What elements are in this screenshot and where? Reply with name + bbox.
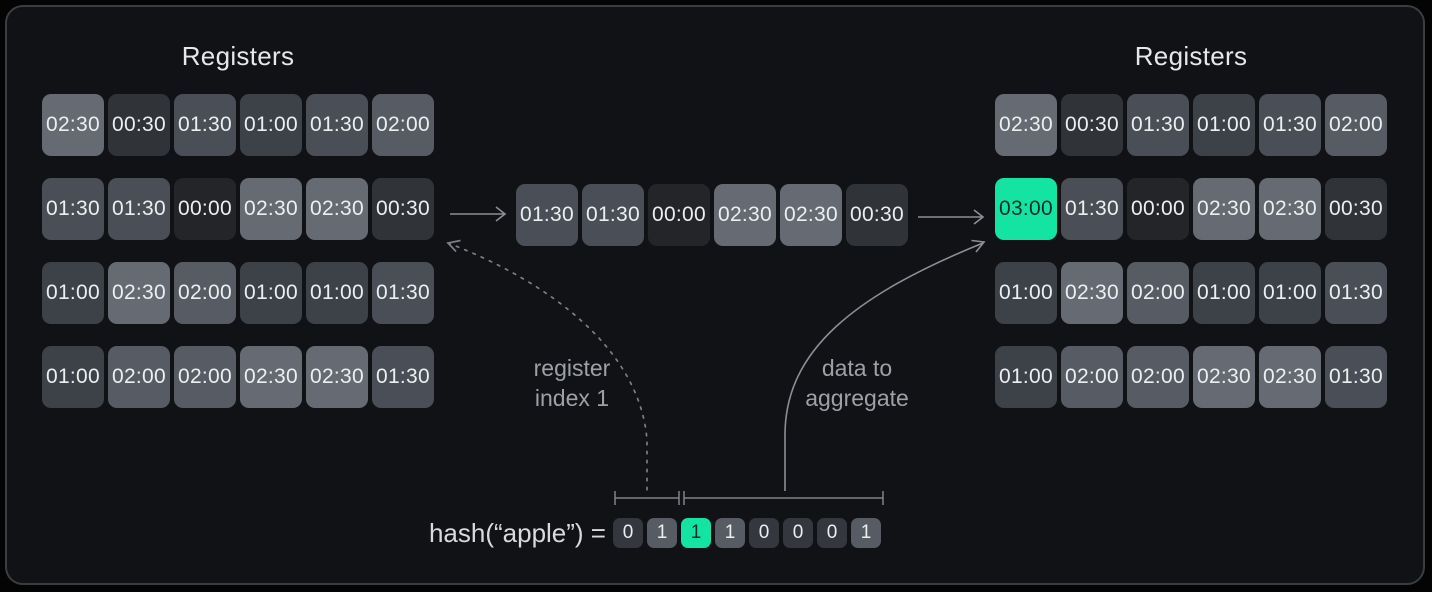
register-cell: 01:30 [372,346,434,408]
register-cell: 02:30 [1259,178,1321,240]
register-cell: 01:30 [306,94,368,156]
register-cell: 01:00 [995,262,1057,324]
register-cell: 02:30 [306,178,368,240]
register-cell: 01:00 [1193,262,1255,324]
register-cell: 01:30 [516,184,578,246]
register-cell: 00:30 [1061,94,1123,156]
register-cell: 01:30 [582,184,644,246]
register-cell: 01:00 [1193,94,1255,156]
register-cell: 02:30 [240,346,302,408]
register-cell: 01:30 [1325,262,1387,324]
register-cell: 02:00 [108,346,170,408]
register-cell: 02:30 [714,184,776,246]
register-cell: 02:00 [1061,346,1123,408]
register-cell: 02:30 [780,184,842,246]
register-cell: 02:30 [1259,346,1321,408]
register-cell: 01:00 [42,262,104,324]
register-cell: 01:30 [1061,178,1123,240]
register-cell: 02:30 [42,94,104,156]
register-cell: 00:00 [1127,178,1189,240]
register-cell: 00:30 [108,94,170,156]
register-cell: 01:30 [42,178,104,240]
hash-bit: 1 [715,518,745,548]
register-cell: 02:30 [240,178,302,240]
register-cell: 02:00 [372,94,434,156]
hash-bit: 0 [817,518,847,548]
data-to-aggregate-label: data to aggregate [805,355,909,411]
register-cell: 01:30 [1127,94,1189,156]
register-cell: 02:30 [1061,262,1123,324]
register-cell: 01:30 [1259,94,1321,156]
hash-bit: 0 [749,518,779,548]
register-cell: 01:30 [174,94,236,156]
register-cell: 02:30 [1193,346,1255,408]
left-registers-title: Registers [181,41,295,71]
register-cell: 02:30 [108,262,170,324]
register-cell: 02:00 [1127,262,1189,324]
register-cell: 00:00 [648,184,710,246]
register-index-label: register index 1 [533,355,611,411]
register-cell: 02:30 [995,94,1057,156]
register-cell: 02:30 [306,346,368,408]
register-cell: 02:30 [1193,178,1255,240]
hash-expression: hash(“apple”) = [428,518,606,548]
hash-bit: 1 [851,518,881,548]
register-cell: 01:00 [306,262,368,324]
register-cell: 00:30 [1325,178,1387,240]
register-cell: 01:00 [240,94,302,156]
register-cell: 00:00 [174,178,236,240]
register-cell: 01:30 [108,178,170,240]
right-registers-title: Registers [1134,41,1248,71]
register-cell: 02:00 [1325,94,1387,156]
register-cell: 01:00 [240,262,302,324]
register-cell: 01:00 [995,346,1057,408]
register-cell: 02:00 [1127,346,1189,408]
register-cell: 01:30 [372,262,434,324]
register-cell: 00:30 [372,178,434,240]
register-cell: 01:00 [42,346,104,408]
register-cell: 00:30 [846,184,908,246]
hash-bit: 0 [783,518,813,548]
hash-bit: 0 [613,518,643,548]
register-cell: 01:30 [1325,346,1387,408]
hash-bit: 1 [647,518,677,548]
register-cell: 02:00 [174,262,236,324]
register-cell: 02:00 [174,346,236,408]
register-cell-highlighted: 03:00 [995,178,1057,240]
register-cell: 01:00 [1259,262,1321,324]
hash-bit-highlighted: 1 [681,518,711,548]
